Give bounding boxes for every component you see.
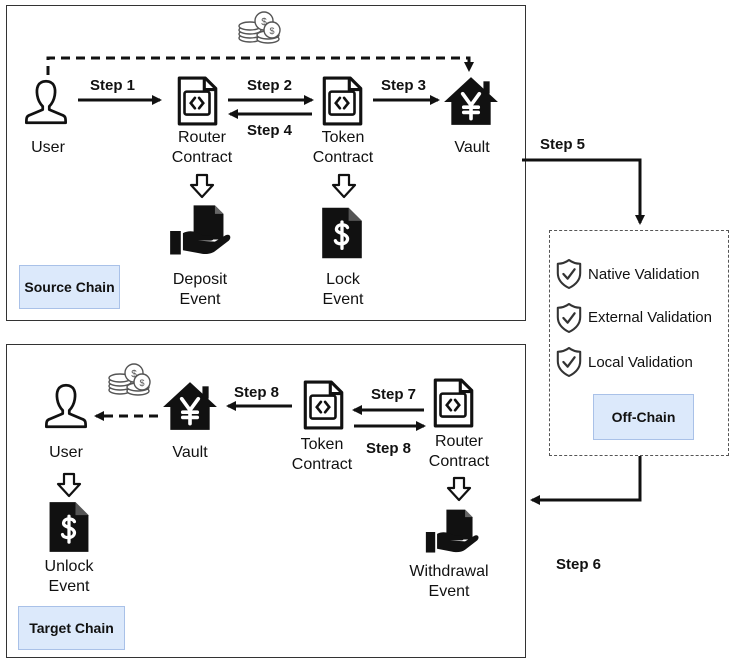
step7-label: Step 7 (371, 386, 417, 403)
deposit-event-line2: Event (179, 291, 221, 308)
hollow-down-arrow-icon (189, 173, 215, 199)
lock-event-label: Lock Event (303, 270, 383, 310)
native-validation-label: Native Validation (588, 266, 700, 283)
target-token-line1: Token (300, 436, 344, 453)
user-label: User (31, 139, 65, 156)
step5-label: Step 5 (540, 136, 586, 153)
hollow-down-arrow-icon (331, 173, 357, 199)
shield-check-icon (556, 302, 582, 334)
off-chain-label: Off-Chain (593, 394, 694, 440)
withdrawal-event-label: Withdrawal Event (399, 562, 499, 602)
target-user-label: User (49, 444, 83, 461)
external-validation-label: External Validation (588, 309, 712, 326)
target-chain-label: Target Chain (18, 606, 125, 650)
yen-vault-icon (442, 75, 500, 127)
target-token-contract-label: Token Contract (277, 435, 367, 475)
hand-document-icon (425, 509, 479, 553)
dollar-document-icon (320, 206, 364, 260)
smart-contract-icon (322, 76, 363, 126)
target-router-contract-label: Router Contract (414, 432, 504, 472)
unlock-event-label: Unlock Event (29, 557, 109, 597)
step6-label: Step 6 (556, 556, 602, 573)
shield-check-icon (556, 346, 582, 378)
step8-label-left: Step 8 (234, 384, 280, 401)
token-label-line2: Contract (312, 149, 374, 166)
shield-check-icon (556, 258, 582, 290)
step6-arrow (530, 456, 642, 505)
token-label-line1: Token (321, 129, 365, 146)
deposit-event-line1: Deposit (172, 271, 228, 288)
hand-document-icon (170, 205, 231, 255)
router-contract-label: Router Contract (157, 128, 247, 168)
lock-event-line1: Lock (326, 271, 360, 288)
local-validation-label: Local Validation (588, 354, 693, 371)
unlock-event-line2: Event (48, 578, 90, 595)
step2-label: Step 2 (247, 77, 293, 94)
yen-vault-icon (161, 380, 219, 432)
dollar-document-icon (47, 500, 91, 554)
step4-label: Step 4 (247, 122, 293, 139)
smart-contract-icon (177, 76, 218, 126)
withdrawal-event-line1: Withdrawal (409, 563, 489, 580)
withdrawal-event-line2: Event (428, 583, 470, 600)
step5-arrow (522, 158, 645, 225)
hollow-down-arrow-icon (446, 476, 472, 502)
user-icon (24, 79, 68, 125)
lock-event-line2: Event (322, 291, 364, 308)
vault-label: Vault (454, 139, 490, 156)
dashed-arrow-user-to-vault (46, 56, 474, 75)
user-icon (44, 383, 88, 429)
step3-label: Step 3 (381, 77, 427, 94)
source-chain-label: Source Chain (19, 265, 120, 309)
unlock-event-line1: Unlock (44, 558, 94, 575)
smart-contract-icon (433, 378, 474, 428)
coins-icon (108, 363, 151, 396)
target-router-line2: Contract (428, 453, 490, 470)
smart-contract-icon (303, 380, 344, 430)
deposit-event-label: Deposit Event (160, 270, 240, 310)
hollow-down-arrow-icon (56, 472, 82, 498)
router-label-line2: Contract (171, 149, 233, 166)
target-vault-label: Vault (172, 444, 208, 461)
step1-label: Step 1 (90, 77, 136, 94)
step8-label-right: Step 8 (366, 440, 412, 457)
target-token-line2: Contract (291, 456, 353, 473)
router-label-line1: Router (177, 129, 227, 146)
coins-icon (238, 11, 281, 44)
token-contract-label: Token Contract (298, 128, 388, 168)
target-router-line1: Router (434, 433, 484, 450)
